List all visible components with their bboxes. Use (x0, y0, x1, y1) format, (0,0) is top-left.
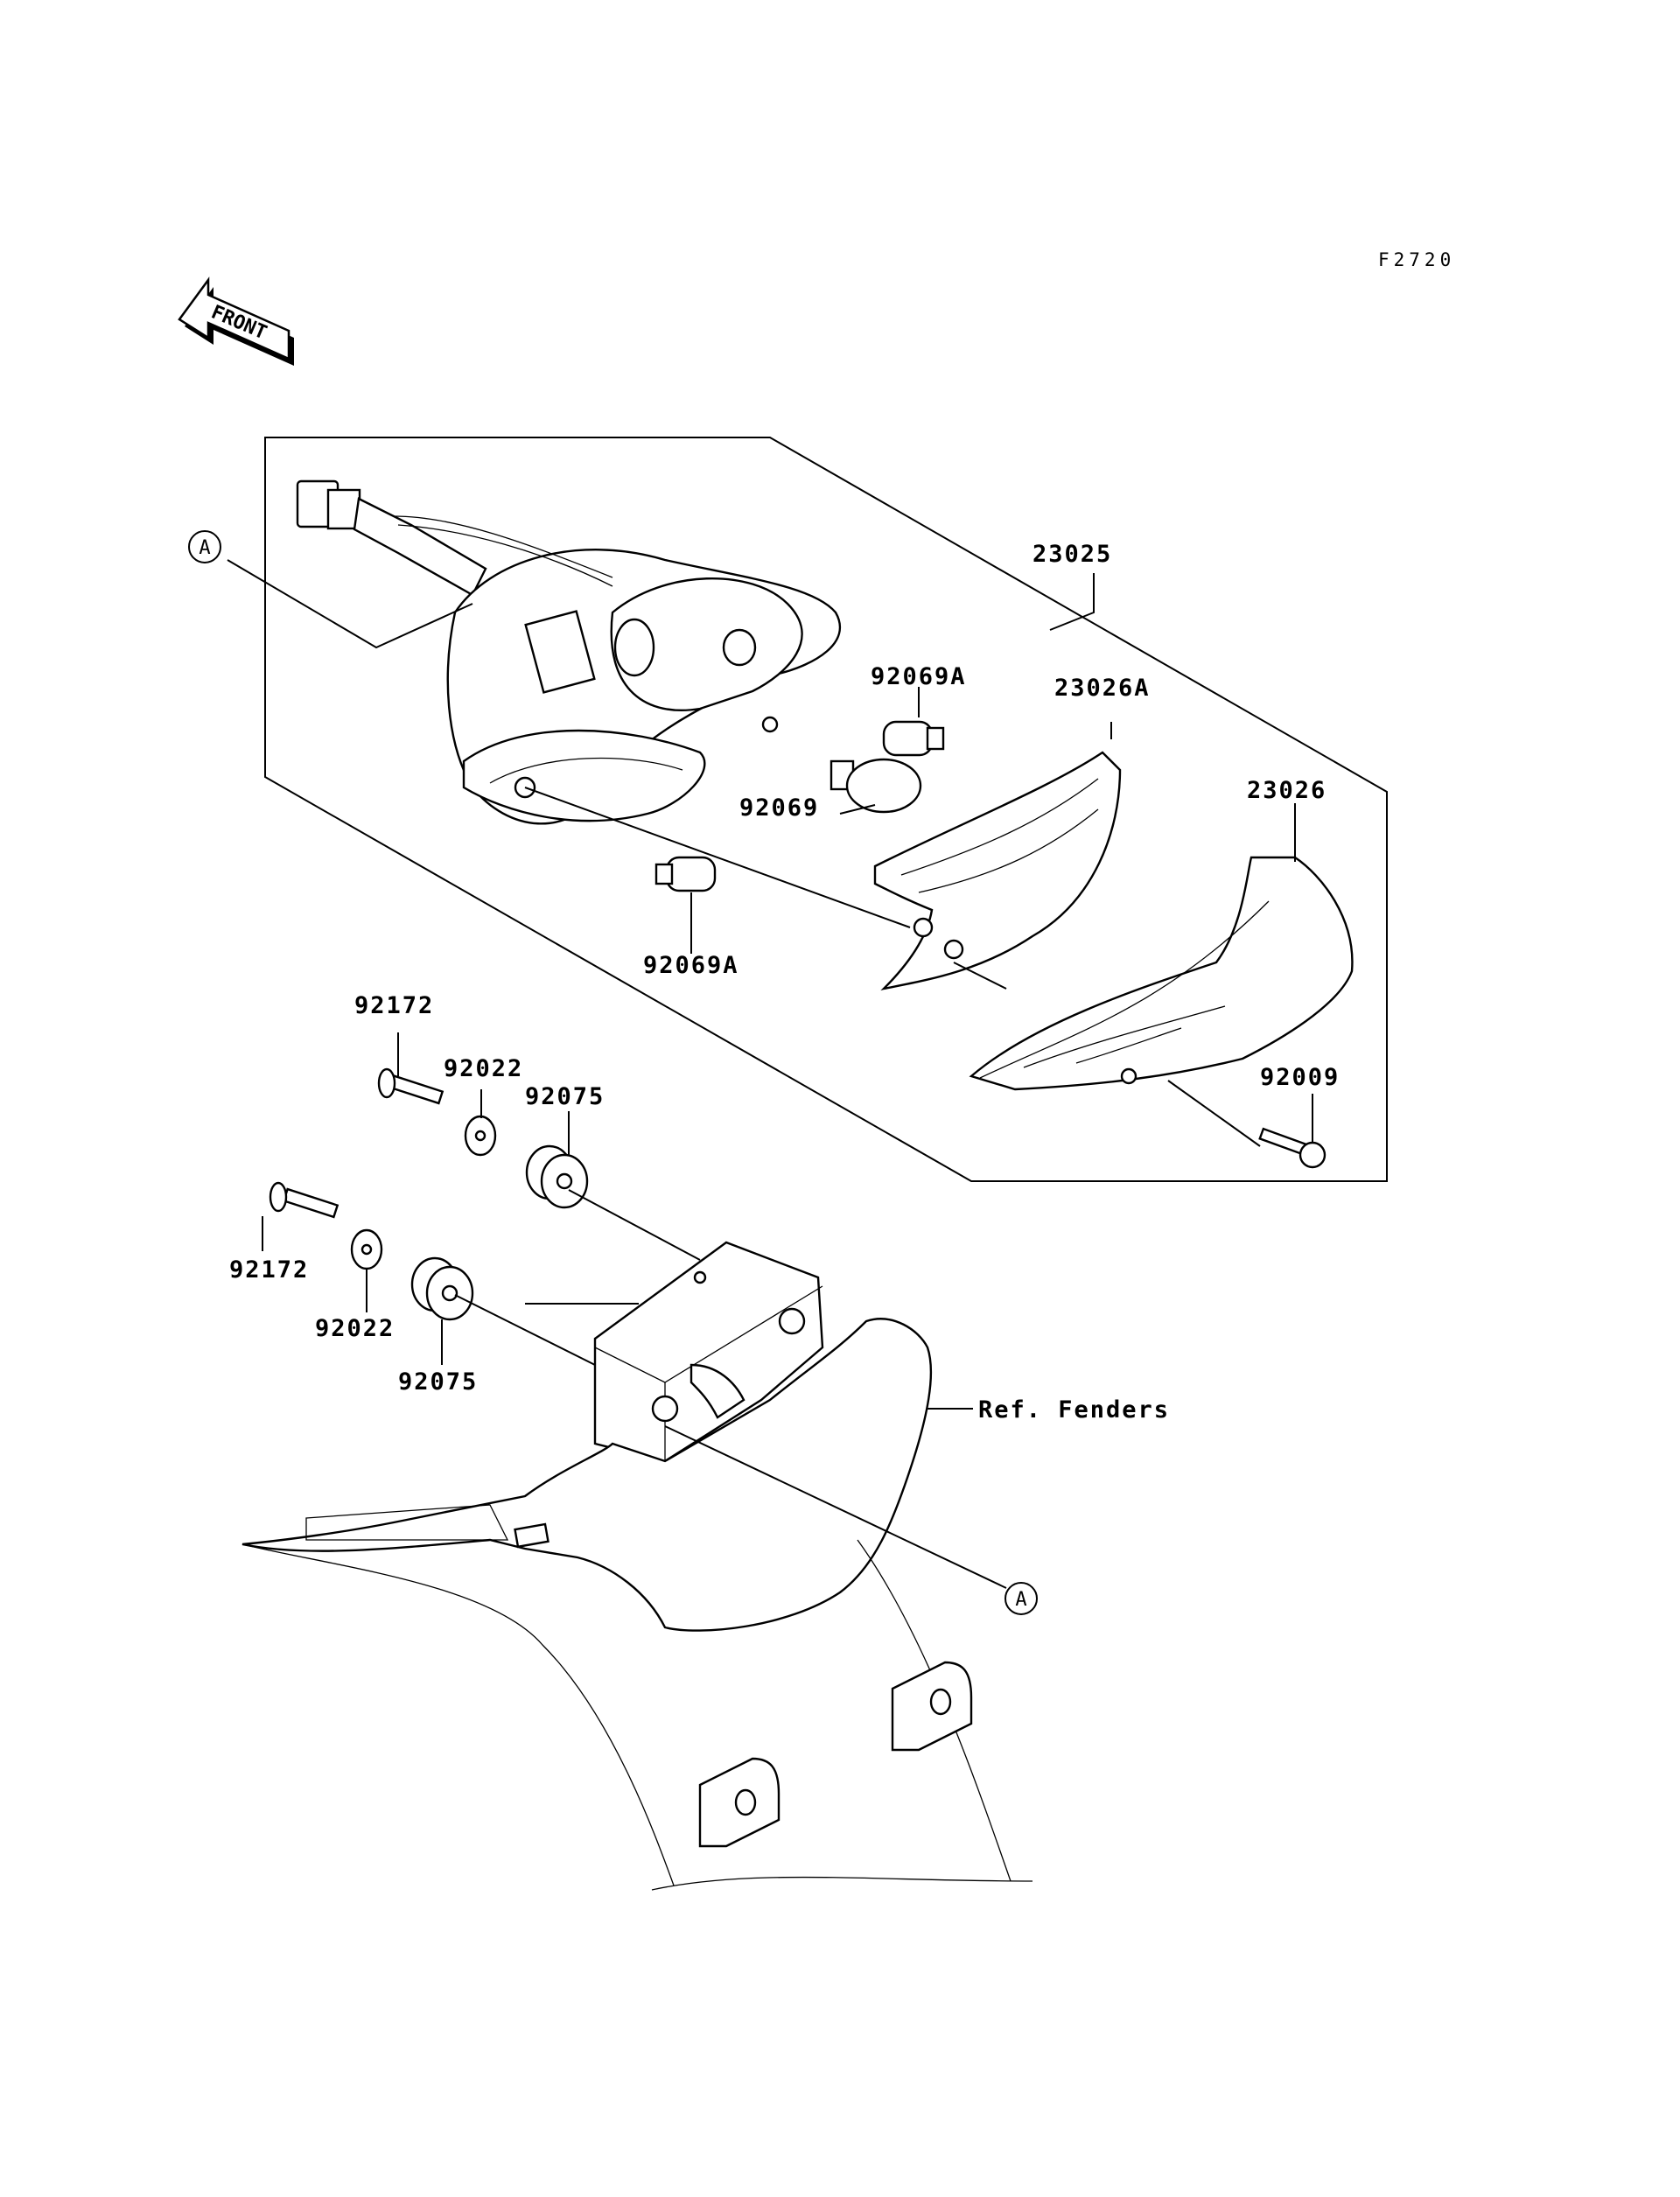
figure-code: F2720 (1378, 249, 1455, 270)
lens-screw (1258, 1127, 1326, 1169)
grommet-upper (525, 1144, 589, 1209)
assembly-outline (264, 437, 1388, 1182)
callout-grommet-upper: 92075 (525, 1083, 605, 1110)
bulb-upper (882, 720, 945, 757)
callout-bolt-upper: 92172 (354, 992, 434, 1019)
bulb-main (830, 758, 922, 814)
callout-ref-fenders: Ref. Fenders (978, 1396, 1170, 1424)
bulb-lower (654, 856, 717, 892)
ref-mark-a-bottom: A (1004, 1582, 1038, 1615)
svg-text:A: A (1015, 1589, 1026, 1611)
callout-lens-upper: 23026A (1054, 675, 1151, 702)
svg-text:A: A (199, 537, 210, 559)
leader-lines (227, 559, 1313, 1589)
callout-lens-screw: 92009 (1260, 1064, 1340, 1091)
rear-fender (242, 1318, 1033, 1891)
callout-assembly: 23025 (1032, 541, 1112, 568)
bolt-lower (269, 1181, 340, 1219)
tail-light-housing (296, 479, 842, 825)
callout-bolt-lower: 92172 (229, 1256, 309, 1284)
ref-mark-a-top: A (188, 530, 221, 563)
lens-main (969, 856, 1354, 1091)
front-arrow-icon: FRONT (178, 276, 294, 366)
callout-lens-main: 23026 (1247, 777, 1326, 804)
bolt-upper (377, 1067, 444, 1105)
callout-grommet-lower: 92075 (398, 1368, 478, 1396)
callout-washer-upper: 92022 (444, 1055, 523, 1082)
lens-upper (873, 751, 1122, 990)
washer-lower (350, 1228, 383, 1270)
washer-upper (464, 1115, 497, 1157)
grommet-lower (410, 1256, 474, 1321)
callout-washer-lower: 92022 (315, 1315, 395, 1342)
callout-bulb-main: 92069 (739, 794, 819, 822)
callout-bulb-upper: 92069A (871, 663, 967, 690)
callout-bulb-lower: 92069A (643, 952, 739, 979)
